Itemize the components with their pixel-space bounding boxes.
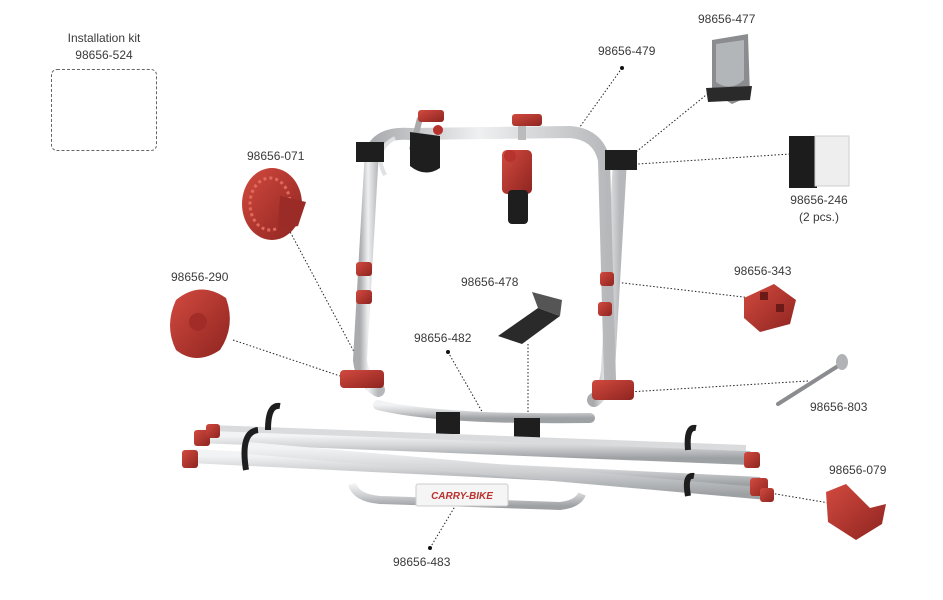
part-label-477: 98656-477: [698, 12, 756, 26]
leader-483: [429, 497, 461, 549]
bike-arm-right: [502, 114, 542, 224]
wall-bracket-right: [605, 150, 637, 170]
part-label-483: 98656-483: [393, 555, 451, 569]
installation-kit-title: Installation kit: [67, 31, 141, 45]
part-label-079: 98656-079: [829, 463, 887, 477]
part-label-803: 98656-803: [810, 400, 868, 414]
leader-290: [232, 339, 344, 378]
leader-343: [605, 280, 753, 299]
installation-kit-box: [51, 69, 157, 151]
part-803-bolt: [776, 354, 848, 406]
part-label-478: 98656-478: [461, 275, 519, 289]
part-478-bracket: [498, 292, 562, 344]
part-label-479: 98656-479: [598, 44, 656, 58]
bike-carrier-frame: CARRY-BIKE: [182, 110, 774, 511]
leader-482: [447, 351, 489, 423]
wheel-rails: CARRY-BIKE: [182, 402, 774, 511]
part-343-block: [744, 284, 796, 332]
part-label-246: 98656-246: [790, 193, 848, 207]
part-290-handwheel: [170, 289, 230, 358]
part-label-071: 98656-071: [247, 149, 305, 163]
part-label-482: 98656-482: [414, 331, 472, 345]
leader-079: [769, 492, 836, 505]
installation-kit-code: 98656-524: [75, 48, 133, 62]
part-077-clip: [706, 34, 752, 104]
part-label-246-note: (2 pcs.): [798, 210, 839, 224]
carry-bike-logo: CARRY-BIKE: [431, 491, 493, 502]
part-label-290: 98656-290: [171, 270, 229, 284]
leader-246: [637, 153, 791, 165]
leader-803: [627, 380, 809, 393]
wall-bracket-left: [356, 142, 384, 162]
part-label-343: 98656-343: [734, 264, 792, 278]
part-071-knob: [242, 168, 306, 240]
bike-arm-left: [409, 110, 444, 173]
part-246-pads: [789, 135, 850, 188]
leader-479: [571, 67, 623, 139]
part-079-holder: [826, 484, 886, 540]
